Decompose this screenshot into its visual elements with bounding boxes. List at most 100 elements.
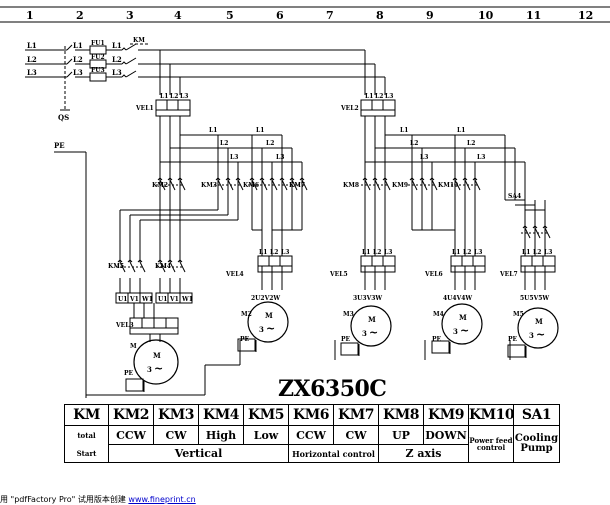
legend-function: CW — [333, 425, 379, 445]
column-number: 8 — [376, 9, 384, 22]
legend-code: KM10 — [468, 404, 514, 426]
motor-letter: M — [368, 315, 376, 324]
legend-function: DOWN — [423, 425, 469, 445]
footer-link[interactable]: www.fineprint.cn — [128, 495, 196, 504]
vel3-relay — [129, 317, 179, 342]
vel-phase-label: L2 — [463, 249, 471, 256]
m2-terminals: 2U2V2W — [251, 295, 280, 302]
contactor-contacts — [116, 177, 551, 273]
motor-m2: M3~ — [237, 301, 289, 352]
legend-function: Cooling Pump — [513, 425, 560, 463]
km9-label: KM9 — [392, 182, 408, 189]
m1-low-v1: V1 — [129, 296, 139, 303]
km8-contacts — [361, 177, 391, 191]
footer-text: 用 "pdfFactory Pro" 试用版本创建 — [0, 495, 126, 504]
vel4-label: VEL4 — [225, 271, 244, 278]
vel-phase-label: L1 — [452, 249, 460, 256]
right-bus-l1: L1 — [400, 127, 408, 134]
m1-high-u1: U1 — [158, 296, 167, 303]
right-bus — [364, 116, 526, 200]
motor-m1: M3~ — [125, 339, 179, 392]
legend-code: KM6 — [288, 404, 334, 426]
m1-terminals — [115, 292, 193, 318]
legend-function: High — [198, 425, 244, 445]
legend-code: KM5 — [243, 404, 289, 426]
motor-circle — [350, 305, 392, 347]
legend-code: SA1 — [513, 404, 560, 426]
right-bus-l2: L2 — [410, 140, 418, 147]
vel5-label: VEL5 — [329, 271, 348, 278]
fuse-fu2-label: FU2 — [91, 54, 105, 61]
vel-phase-label: L2 — [270, 249, 278, 256]
main-contactor-label: KM — [133, 37, 145, 44]
motor-circle — [133, 339, 179, 385]
km6-label: KM6 — [243, 182, 259, 189]
motor-phase: 3 — [529, 331, 534, 340]
fuse-fu1-label: FU1 — [91, 40, 105, 47]
m2-pe-label: PE — [240, 336, 250, 343]
km2-contacts — [156, 177, 186, 191]
motor-phase: 3 — [453, 327, 458, 336]
vel-phase-label: L1 — [522, 249, 530, 256]
column-number: 12 — [578, 9, 593, 22]
km6-contacts — [248, 177, 278, 191]
right-bus-l3b: L3 — [477, 154, 485, 161]
vel1-l3-label: L3 — [180, 93, 188, 100]
m2-label: M2 — [241, 311, 252, 318]
motor-tilde: ~ — [266, 322, 275, 335]
km4-contacts — [156, 259, 186, 273]
m1-low-u1: U1 — [118, 296, 127, 303]
m4-label: M4 — [433, 311, 444, 318]
m1-label: M — [130, 343, 137, 350]
feeder-wiring — [85, 199, 546, 398]
supply-l2-label: L2 — [27, 55, 37, 64]
km7-label: KM7 — [289, 182, 305, 189]
legend-function: Power feed control — [468, 425, 514, 463]
supply-lines — [25, 43, 386, 396]
legend-group-z: Z axis — [378, 444, 469, 463]
column-header — [0, 6, 610, 23]
km9-contacts — [408, 177, 438, 191]
qs-label: QS — [58, 113, 69, 122]
vel7-label: VEL7 — [499, 271, 518, 278]
left-bus-l2: L2 — [220, 140, 228, 147]
watermark-footer: 用 "pdfFactory Pro" 试用版本创建 www.fineprint.… — [0, 494, 196, 505]
left-bus-l2b: L2 — [266, 140, 274, 147]
m1-high-v1: V1 — [169, 296, 179, 303]
motor-tilde: ~ — [536, 328, 545, 341]
pe-box — [125, 378, 144, 392]
m1-terminal-labels: U1 V1 W1 U1 V1 W1 — [118, 296, 193, 303]
legend-function-row: total CCW CW High Low CCW CW UP DOWN Pow… — [64, 425, 560, 463]
legend-group-horizontal: Horizontal control — [288, 444, 379, 463]
machine-model-title: ZX6350C — [278, 376, 386, 402]
motor-letter: M — [265, 311, 273, 320]
vel2-label: VEL2 — [340, 105, 359, 112]
supply-l3-label: L3 — [27, 68, 37, 77]
motor-circle — [247, 301, 289, 343]
pe-box — [507, 344, 526, 358]
vel6-label: VEL6 — [424, 271, 443, 278]
left-bus-l1: L1 — [209, 127, 217, 134]
vel2-relay — [360, 99, 396, 117]
vel-phase-label: L3 — [281, 249, 289, 256]
vel1-label: VEL1 — [135, 105, 154, 112]
contactor-labels: KM2 KM3 KM6 KM7 KM8 KM9 KM10 SA4 KM5 KM4 — [108, 182, 521, 270]
left-bus-labels: L1 L2 L3 L1 L2 L3 — [209, 127, 284, 161]
motors: M3~M3~M3~M3~M3~ — [125, 301, 559, 392]
m1-wiring — [119, 200, 239, 293]
vel2-l1-label: L1 — [365, 93, 373, 100]
legend-function: Low — [243, 425, 289, 445]
legend-function: CW — [153, 425, 199, 445]
right-bus-l1b: L1 — [457, 127, 465, 134]
legend-function: UP — [378, 425, 424, 445]
vel-phase-label: L3 — [384, 249, 392, 256]
legend-code: KM — [64, 404, 109, 426]
fuse-fu3-label: FU3 — [91, 67, 105, 74]
column-number: 7 — [326, 9, 334, 22]
legend-code: KM8 — [378, 404, 424, 426]
